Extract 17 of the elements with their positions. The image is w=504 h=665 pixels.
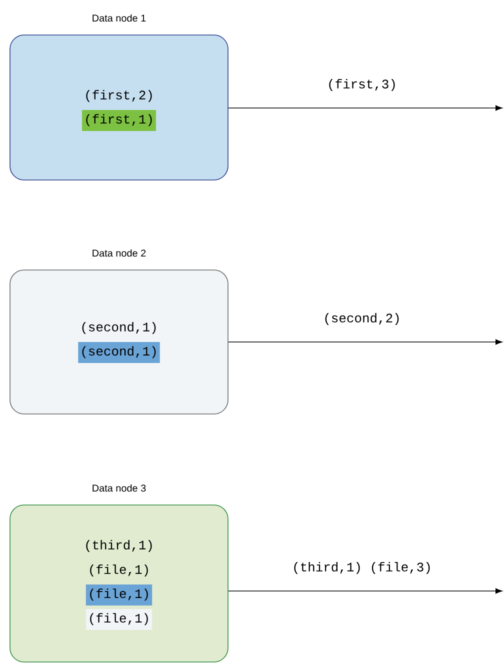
- arrow: [228, 588, 502, 594]
- node-heading: Data node 1: [92, 14, 146, 22]
- node-heading: Data node 3: [92, 484, 146, 492]
- arrow: [228, 105, 502, 111]
- highlighted-record: (first,1): [82, 110, 156, 131]
- record-text: (file,1): [90, 564, 148, 577]
- edge-label: (third,1) (file,3): [294, 562, 430, 574]
- record-text: (first,2): [86, 90, 152, 102]
- highlighted-record: (second,1): [78, 342, 160, 363]
- arrow: [228, 339, 502, 345]
- record-text: (third,1): [86, 540, 152, 552]
- record-text: (second,1): [82, 322, 156, 334]
- highlighted-record: (file,1): [86, 609, 152, 630]
- highlighted-record: (file,1): [86, 584, 152, 606]
- edge-label: (first,3): [329, 78, 395, 92]
- node-heading: Data node 2: [92, 249, 146, 257]
- edge-label: (second,2): [325, 312, 399, 326]
